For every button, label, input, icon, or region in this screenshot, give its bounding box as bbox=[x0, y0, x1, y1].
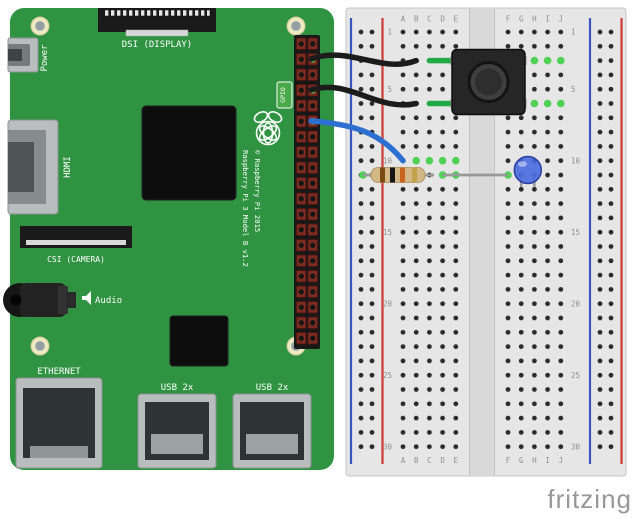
usb-port-right bbox=[232, 393, 312, 469]
row-number: 30 bbox=[571, 442, 581, 451]
led-highlight bbox=[518, 161, 527, 167]
resistor-band-2 bbox=[390, 167, 395, 183]
speaker-icon bbox=[82, 291, 91, 305]
copyright-text: © Raspberry Pi 2015 bbox=[253, 150, 262, 232]
row-number: 20 bbox=[383, 299, 393, 308]
ethernet-port bbox=[15, 377, 103, 469]
resistor-band-3 bbox=[400, 167, 405, 183]
gpio-pins bbox=[295, 37, 319, 347]
row-number: 1 bbox=[387, 28, 392, 37]
right-rail-holes bbox=[593, 24, 622, 455]
col-label: F bbox=[506, 456, 511, 465]
push-button bbox=[450, 48, 527, 116]
pi-pcb bbox=[10, 8, 334, 470]
usb-right-label: USB 2x bbox=[256, 383, 289, 393]
col-label: B bbox=[414, 15, 419, 24]
usb-port-left bbox=[137, 393, 217, 469]
col-label: C bbox=[427, 456, 432, 465]
row-number: 15 bbox=[383, 228, 392, 237]
col-label: A bbox=[401, 15, 406, 24]
col-label: J bbox=[559, 456, 564, 465]
dsi-connector bbox=[98, 8, 216, 37]
col-label: E bbox=[454, 15, 459, 24]
gpio-header bbox=[294, 35, 320, 349]
row-number: 30 bbox=[383, 442, 393, 451]
fritzing-logo: fritzing bbox=[547, 484, 632, 514]
row-number: 15 bbox=[571, 228, 580, 237]
power-label: Power bbox=[40, 44, 50, 72]
column-labels-top: A B C D E F G H I J bbox=[401, 15, 563, 24]
raspberry-pi-logo bbox=[253, 111, 283, 146]
col-label: E bbox=[454, 456, 459, 465]
col-label: I bbox=[545, 456, 550, 465]
row-number: 5 bbox=[387, 85, 392, 94]
row-number: 5 bbox=[571, 85, 576, 94]
row-number: 10 bbox=[383, 156, 393, 165]
col-label: G bbox=[519, 456, 524, 465]
col-label: F bbox=[506, 15, 511, 24]
breadboard: A B C D E F G H I J A B C D E F G H I J … bbox=[309, 7, 627, 477]
audio-label: Audio bbox=[95, 296, 122, 306]
hdmi-label: HDMI bbox=[63, 156, 73, 178]
column-labels-bottom: A B C D E F G H I J bbox=[401, 456, 563, 465]
wire-blue bbox=[308, 118, 406, 164]
row-numbers-right: 1 5 10 15 20 25 30 bbox=[571, 28, 581, 452]
wire-black-1 bbox=[308, 52, 419, 67]
col-label: D bbox=[440, 15, 445, 24]
resistor-band-1 bbox=[380, 167, 385, 183]
wire-black-2 bbox=[308, 84, 419, 108]
row-numbers-left: 1 5 10 15 20 25 30 bbox=[383, 28, 393, 452]
audio-jack bbox=[3, 283, 76, 317]
row-number: 20 bbox=[571, 299, 581, 308]
row-number: 25 bbox=[383, 371, 392, 380]
row-number: 1 bbox=[571, 28, 576, 37]
col-label: I bbox=[545, 15, 550, 24]
usb-controller-chip bbox=[169, 315, 229, 367]
power-port bbox=[7, 37, 39, 73]
dsi-label: DSI (DISPLAY) bbox=[122, 40, 192, 50]
usb-left-label: USB 2x bbox=[161, 383, 194, 393]
row-number: 25 bbox=[571, 371, 580, 380]
resistor-band-4 bbox=[412, 167, 417, 183]
col-label: H bbox=[532, 15, 537, 24]
led-bulb bbox=[513, 155, 543, 185]
col-label: A bbox=[401, 456, 406, 465]
csi-label: CSI (CAMERA) bbox=[47, 255, 105, 264]
col-label: J bbox=[559, 15, 564, 24]
ethernet-label: ETHERNET bbox=[37, 367, 81, 377]
gpio-label-box bbox=[276, 81, 293, 109]
csi-connector bbox=[20, 226, 132, 248]
led bbox=[442, 155, 543, 187]
col-label: C bbox=[427, 15, 432, 24]
left-rail-holes bbox=[354, 24, 383, 455]
col-label: D bbox=[440, 456, 445, 465]
col-label: B bbox=[414, 456, 419, 465]
model-text: Raspberry Pi 3 Model B v1.2 bbox=[241, 150, 250, 267]
resistor bbox=[363, 167, 434, 183]
gpio-label: GPIO bbox=[279, 87, 287, 103]
hdmi-port bbox=[7, 119, 59, 215]
col-label: G bbox=[519, 15, 524, 24]
raspberry-pi-board: Power DSI (DISPLAY) HDMI CSI (CAMERA) bbox=[3, 8, 334, 470]
row-number: 10 bbox=[571, 156, 581, 165]
col-label: H bbox=[532, 456, 537, 465]
soc-chip bbox=[141, 105, 237, 201]
